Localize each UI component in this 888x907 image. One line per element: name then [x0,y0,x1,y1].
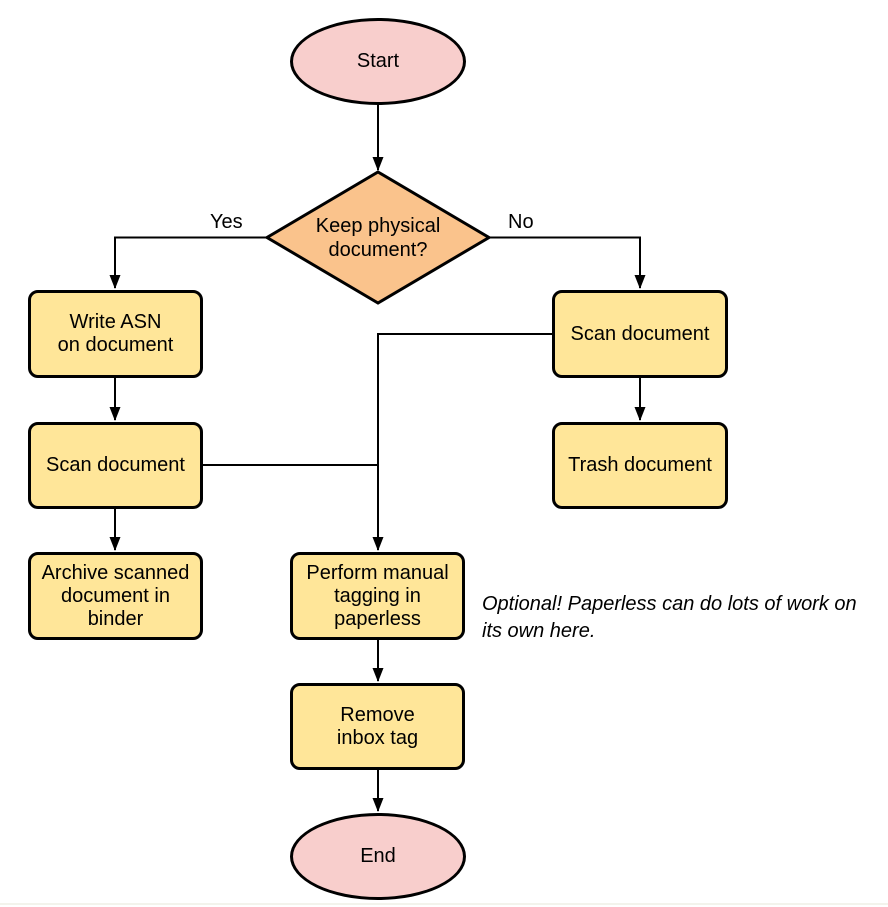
node-write-asn: Write ASN on document [28,290,203,378]
node-start-label: Start [356,50,400,72]
annotation-optional-note: Optional! Paperless can do lots of work … [482,593,857,642]
node-remove-inbox-tag: Remove inbox tag [290,683,465,770]
node-scan-document-right-label: Scan document [570,322,710,345]
node-scan-document-left: Scan document [28,422,203,509]
node-scan-document-right: Scan document [552,290,728,378]
node-decision-label: Keep physical document? [315,214,441,261]
node-start: Start [290,18,466,105]
node-trash-document-label: Trash document [568,454,712,476]
node-decision: Keep physical document? [267,172,489,303]
decision-diamond-shape [264,170,492,305]
edge-decision-yes [109,236,267,289]
node-end-label: End [360,845,396,867]
edge-scanright-to-tagging [372,333,552,551]
bottom-edge-line [0,903,888,905]
edge-decision-no [489,236,646,289]
node-manual-tagging-label: Perform manual tagging in paperless [306,561,449,630]
node-write-asn-label: Write ASN on document [57,311,174,356]
node-manual-tagging: Perform manual tagging in paperless [290,552,465,640]
edge-label-yes: Yes [210,211,243,233]
node-archive-binder: Archive scanned document in binder [28,552,203,640]
node-remove-inbox-tag-label: Remove inbox tag [336,703,419,749]
edge-label-no: No [508,211,534,233]
node-trash-document: Trash document [552,422,728,509]
node-scan-document-left-label: Scan document [46,454,185,476]
node-archive-binder-label: Archive scanned document in binder [41,561,190,630]
node-end: End [290,813,466,900]
